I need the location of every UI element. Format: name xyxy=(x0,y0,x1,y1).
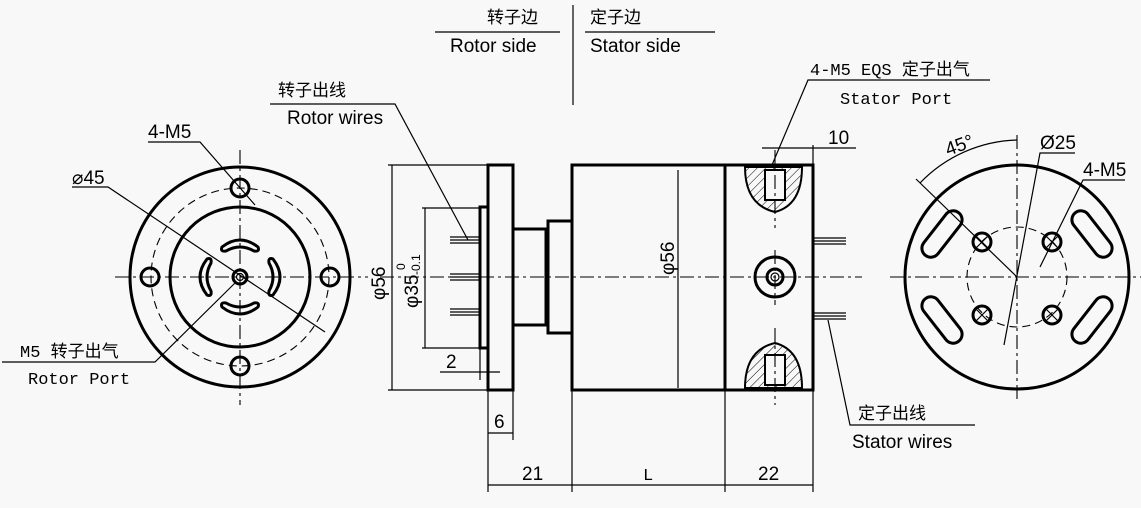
angle-label: 45° xyxy=(943,131,977,161)
holes-label: 4-M5 xyxy=(148,122,191,143)
stator-port-cn: 4-M5 EQS 定子出气 xyxy=(810,60,970,81)
stator-wires-cn: 定子出线 xyxy=(858,404,926,424)
dim-L: L xyxy=(643,467,653,486)
holes-label: 4-M5 xyxy=(1083,160,1126,181)
side-view: φ56 φ35 0 -0.1 φ56 2 6 21 L 22 10 转子出线 R… xyxy=(270,60,990,492)
dim-22: 22 xyxy=(758,464,779,485)
rotor-port-cn: M5 转子出气 xyxy=(20,342,119,363)
rotor-wire-pins xyxy=(450,236,480,316)
stator-end-view: 45° Ø25 4-M5 xyxy=(890,131,1141,400)
stator-side-cn: 定子边 xyxy=(590,8,641,28)
dim-flange-tol-upper: 0 xyxy=(394,263,408,270)
pcd-label: Ø25 xyxy=(1040,133,1076,154)
header: 转子边 Rotor side 定子边 Stator side xyxy=(435,5,715,105)
dim-body-dia: φ56 xyxy=(658,242,679,275)
rotor-end-view: 4-M5 ⌀45 M5 转子出气 Rotor Port xyxy=(2,122,368,405)
dim-flange-tol-lower: -0.1 xyxy=(409,254,423,275)
dim-21: 21 xyxy=(522,464,543,485)
dim-2: 2 xyxy=(446,352,457,373)
stator-wires-en: Stator wires xyxy=(852,432,952,453)
mount-holes xyxy=(139,177,341,377)
rotor-port-en: Rotor Port xyxy=(28,371,130,390)
mount-holes xyxy=(971,231,1063,326)
rotor-side-en: Rotor side xyxy=(450,36,537,57)
stator-port-en: Stator Port xyxy=(840,91,952,110)
rotor-side-cn: 转子边 xyxy=(487,8,538,28)
pcd-label: ⌀45 xyxy=(72,168,105,189)
wire-slots xyxy=(198,238,282,316)
dim-flange-dia: φ35 xyxy=(402,275,423,308)
stator-side-en: Stator side xyxy=(590,36,681,57)
rotor-port xyxy=(231,268,249,286)
wire-slots xyxy=(920,209,1114,345)
rotor-wires-cn: 转子出线 xyxy=(278,81,346,101)
dim-outer-dia: φ56 xyxy=(369,267,390,300)
dim-6: 6 xyxy=(494,412,505,433)
stator-wire-pins xyxy=(813,237,846,320)
dim-10: 10 xyxy=(828,128,849,149)
stator-port-sections xyxy=(743,150,804,405)
rotor-wires-en: Rotor wires xyxy=(287,108,383,129)
